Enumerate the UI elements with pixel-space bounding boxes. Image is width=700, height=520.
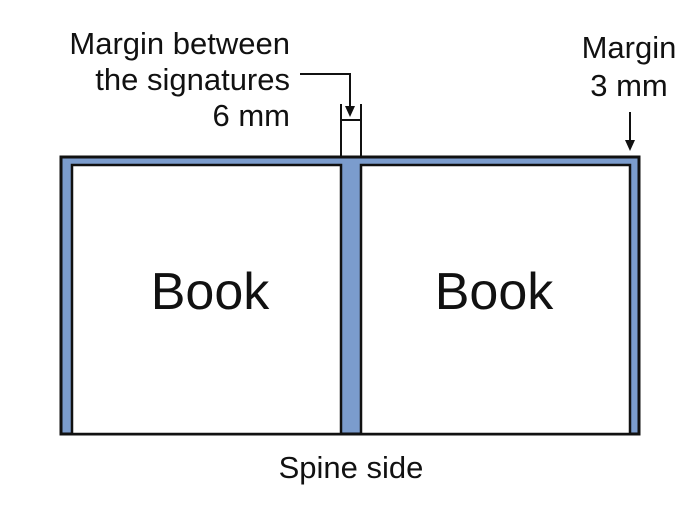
gutter-label-line3: 6 mm xyxy=(213,98,291,133)
right-page xyxy=(359,163,632,436)
gutter-dimension-marker xyxy=(340,104,362,157)
gutter-label-line2: the signatures xyxy=(95,62,290,97)
margin-label-line1: Margin xyxy=(582,30,677,65)
right-page-title: Book xyxy=(435,263,555,321)
margin-label-line2: 3 mm xyxy=(590,68,668,103)
spine-side-label: Spine side xyxy=(279,450,424,485)
left-page-title: Book xyxy=(151,263,271,321)
gutter-leader-arrow xyxy=(300,73,355,117)
left-page xyxy=(70,163,343,436)
gutter-label-line1: Margin between xyxy=(69,26,290,61)
margin-arrow xyxy=(625,112,635,151)
